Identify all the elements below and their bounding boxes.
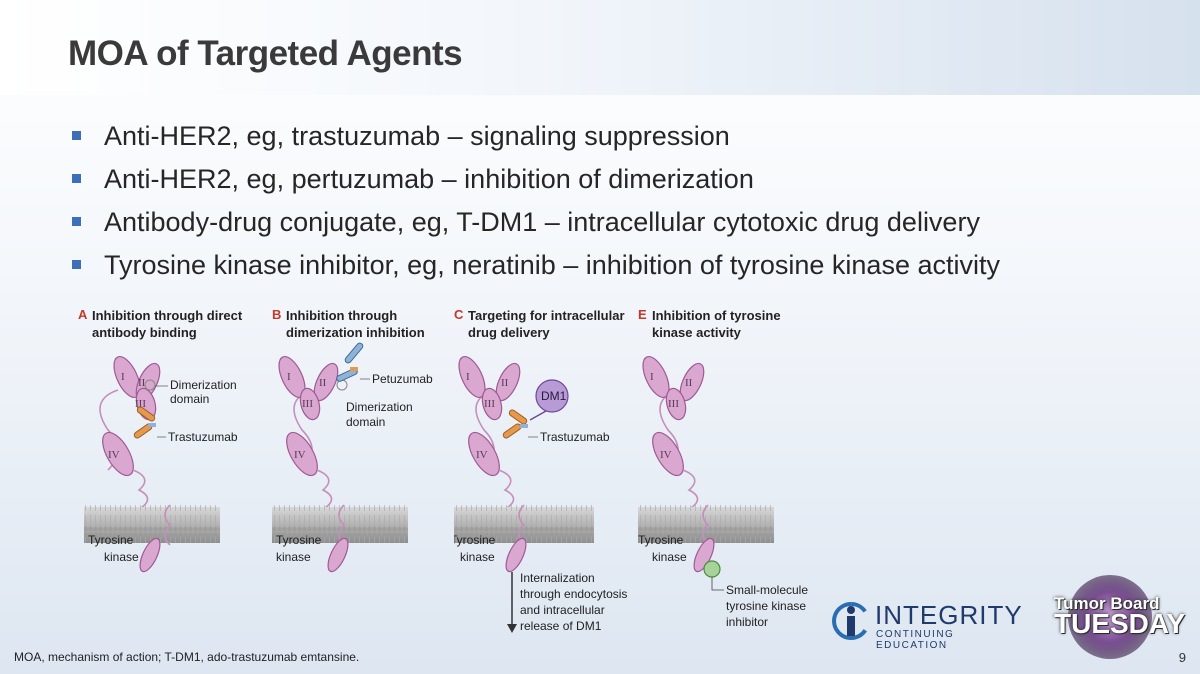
panel-a: A Inhibition through direct antibody bin… bbox=[78, 305, 258, 640]
trastuzumab-antibody-icon bbox=[133, 406, 156, 439]
dimerization-label: Dimerization bbox=[346, 400, 413, 414]
integrity-logo: INTEGRITY CONTINUING EDUCATION bbox=[830, 596, 1023, 651]
domain-label-i: I bbox=[287, 371, 291, 383]
tyrosine-label: Tyrosine bbox=[638, 533, 684, 547]
panel-e: E Inhibition of tyrosine kinase activity… bbox=[638, 305, 818, 640]
domain-label-i: I bbox=[466, 371, 470, 383]
domain-label: domain bbox=[170, 392, 209, 406]
domain-label-iv: IV bbox=[660, 449, 672, 461]
panel-heading: Inhibition through dimerization inhibiti… bbox=[286, 308, 425, 340]
inhibitor-label: tyrosine kinase bbox=[726, 599, 806, 613]
internalization-label: and intracellular bbox=[520, 603, 605, 617]
drug-label: Trastuzumab bbox=[168, 430, 238, 444]
inhibitor-label: inhibitor bbox=[726, 615, 768, 629]
domain-label-ii: II bbox=[138, 377, 146, 389]
panel-b-diagram: I II III IV Petuzumab Dimerization domai… bbox=[272, 342, 433, 573]
kinase-label: kinase bbox=[652, 550, 687, 564]
dm1-payload-icon: DM1 bbox=[529, 379, 569, 421]
domain-label-iii: III bbox=[484, 398, 495, 410]
kinase-label: kinase bbox=[276, 550, 311, 564]
tbt-line1: Tumor Board bbox=[1054, 594, 1160, 613]
title-bar bbox=[0, 0, 1200, 95]
integrity-name: INTEGRITY bbox=[875, 600, 1023, 630]
bullet-item: Anti-HER2, eg, pertuzumab – inhibition o… bbox=[70, 161, 1000, 204]
panel-c-diagram: I II III IV DM1 Trastuzumab Tyrosine kin… bbox=[454, 356, 627, 633]
trastuzumab-antibody-icon bbox=[502, 409, 528, 439]
page-number: 9 bbox=[1178, 650, 1186, 665]
tyrosine-label: Tyrosine bbox=[276, 533, 322, 547]
domain-label-iv: IV bbox=[476, 449, 488, 461]
cell-graphic-icon bbox=[1068, 575, 1152, 659]
integrity-subtitle: CONTINUING EDUCATION bbox=[876, 629, 955, 651]
panel-heading: Targeting for intracellular drug deliver… bbox=[468, 308, 625, 340]
domain-label-ii: II bbox=[501, 377, 509, 389]
pertuzumab-antibody-icon bbox=[336, 342, 364, 382]
panel-letter: B bbox=[272, 307, 282, 322]
panel-heading: Inhibition through direct antibody bindi… bbox=[92, 308, 243, 340]
svg-text:DM1: DM1 bbox=[541, 389, 567, 403]
tyrosine-label: Tyrosine bbox=[454, 533, 496, 547]
drug-label: Trastuzumab bbox=[540, 430, 610, 444]
kinase-label: kinase bbox=[104, 550, 139, 564]
internalization-label: Internalization bbox=[520, 571, 595, 585]
slide-title: MOA of Targeted Agents bbox=[68, 34, 463, 73]
domain-label-iii: III bbox=[302, 398, 313, 410]
internalization-label: release of DM1 bbox=[520, 619, 602, 633]
domain-label-iv: IV bbox=[294, 449, 306, 461]
domain-label-iii: III bbox=[135, 398, 146, 410]
panel-a-diagram: I II III IV Dimerization domain Trastuzu… bbox=[84, 356, 238, 573]
inhibitor-label: Small-molecule bbox=[726, 583, 808, 597]
bullet-square-icon bbox=[72, 131, 81, 140]
tyrosine-label: Tyrosine bbox=[88, 533, 134, 547]
small-molecule-inhibitor-icon bbox=[703, 560, 724, 591]
drug-label: Petuzumab bbox=[372, 372, 433, 386]
internalization-label: through endocytosis bbox=[520, 587, 627, 601]
domain-label-ii: II bbox=[319, 377, 327, 389]
footnote: MOA, mechanism of action; T-DM1, ado-tra… bbox=[14, 650, 360, 664]
panel-b: B Inhibition through dimerization inhibi… bbox=[272, 305, 452, 640]
tbt-line2: TUESDAY bbox=[1054, 608, 1186, 639]
panel-heading: Inhibition of tyrosine kinase activity bbox=[652, 308, 781, 340]
tumor-board-tuesday-logo: Tumor Board TUESDAY bbox=[1040, 572, 1185, 662]
panel-c: C Targeting for intracellular drug deliv… bbox=[454, 305, 634, 640]
bullet-square-icon bbox=[72, 217, 81, 226]
domain-label: domain bbox=[346, 415, 385, 429]
bullet-item: Anti-HER2, eg, trastuzumab – signaling s… bbox=[70, 118, 1000, 161]
domain-label-iii: III bbox=[668, 398, 679, 410]
panel-letter: C bbox=[454, 307, 464, 322]
panel-letter: A bbox=[78, 307, 88, 322]
internalization-arrow-icon bbox=[507, 572, 517, 633]
domain-label-iv: IV bbox=[108, 449, 120, 461]
panel-letter: E bbox=[638, 307, 647, 322]
kinase-label: kinase bbox=[460, 550, 495, 564]
integrity-mark-icon bbox=[832, 602, 871, 640]
bullet-item: Tyrosine kinase inhibitor, eg, neratinib… bbox=[70, 247, 1000, 290]
domain-label-ii: II bbox=[685, 377, 693, 389]
panel-e-diagram: I II III IV Tyrosine kinase Small-molecu… bbox=[638, 356, 808, 629]
bullet-square-icon bbox=[72, 174, 81, 183]
bullet-item: Antibody-drug conjugate, eg, T-DM1 – int… bbox=[70, 204, 1000, 247]
domain-label-i: I bbox=[650, 371, 654, 383]
dimerization-label: Dimerization bbox=[170, 378, 237, 392]
bullet-list: Anti-HER2, eg, trastuzumab – signaling s… bbox=[70, 118, 1000, 290]
bullet-square-icon bbox=[72, 260, 81, 269]
domain-label-i: I bbox=[121, 371, 125, 383]
